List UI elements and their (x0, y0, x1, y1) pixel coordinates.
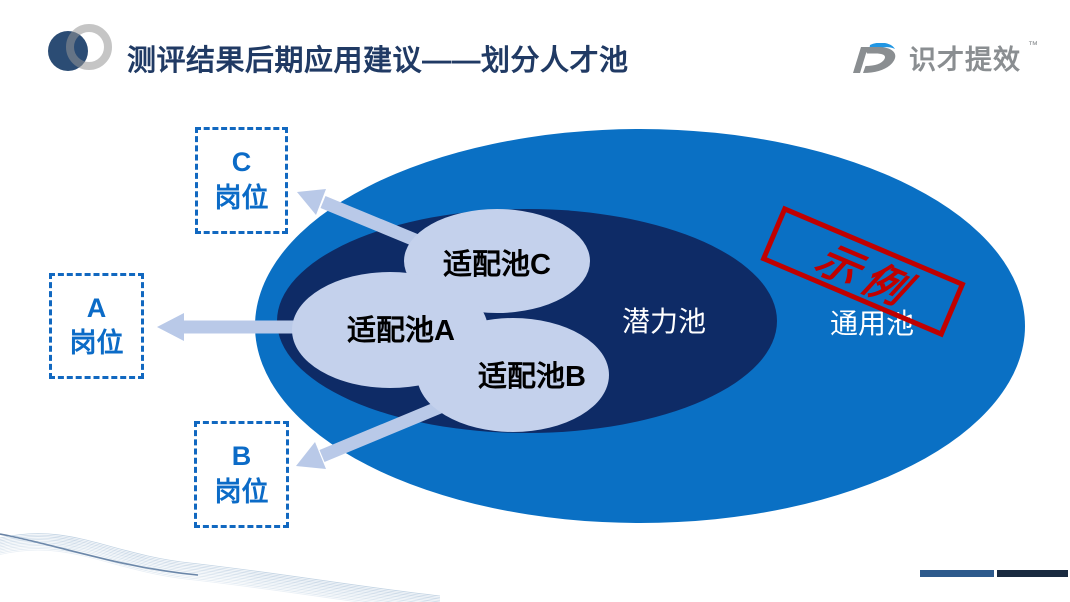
fit-pool-c-label: 适配池C (443, 249, 551, 281)
arrowhead-to-b-icon (296, 442, 326, 469)
position-box-a-letter: A (86, 292, 107, 323)
position-box-b-letter: B (231, 441, 252, 472)
brand-d-icon (853, 42, 896, 73)
position-box-c-label: 岗位 (214, 182, 269, 213)
page-title: 测评结果后期应用建议——划分人才池 (127, 45, 629, 77)
position-box-a-label: 岗位 (69, 328, 124, 358)
fit-pool-b-label: 适配池B (478, 361, 586, 393)
footer-bar-blue (920, 570, 994, 577)
footer-bar-navy (997, 570, 1068, 577)
position-box-b-label: 岗位 (214, 476, 269, 507)
arrowhead-to-c-icon (297, 189, 326, 215)
brand-logo: 识才提效 ™ (848, 38, 1038, 77)
potential-pool-label: 潜力池 (621, 306, 707, 337)
brand-tm: ™ (1028, 40, 1038, 51)
brand-name: 识才提效 (909, 45, 1021, 75)
wave-decoration (0, 533, 440, 602)
position-box-c: C 岗位 (195, 127, 288, 234)
general-pool-label: 通用池 (829, 308, 915, 339)
title-bullet-ring-icon (66, 24, 112, 70)
fit-pool-a-label: 适配池A (347, 315, 455, 347)
position-box-a: A 岗位 (49, 273, 144, 379)
arrow-to-b (319, 395, 455, 463)
arrowhead-to-a-icon (157, 313, 184, 341)
position-box-b: B 岗位 (194, 421, 289, 528)
fit-pool-b-ellipse (417, 318, 609, 432)
position-box-c-letter: C (231, 147, 252, 178)
